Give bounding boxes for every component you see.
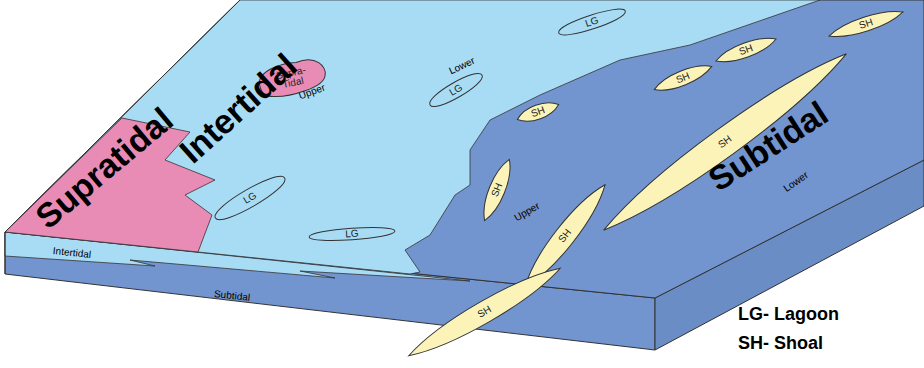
shoal: SH bbox=[592, 38, 858, 247]
node-shape bbox=[652, 60, 715, 97]
zone-title: Supratidal bbox=[29, 102, 178, 235]
subzone-label: Lower bbox=[782, 170, 810, 194]
shoal: SH bbox=[401, 255, 568, 368]
legend-text: LG- Lagoon bbox=[738, 305, 839, 323]
node-shape bbox=[211, 170, 289, 225]
subzone-label: Lower bbox=[448, 56, 477, 77]
section-label: Subtidal bbox=[214, 289, 251, 303]
shoal: SH bbox=[713, 30, 780, 71]
zone-title: Intertidal bbox=[173, 47, 302, 168]
node-shape bbox=[426, 68, 486, 111]
shoal: SH bbox=[514, 95, 562, 129]
node-shape bbox=[517, 179, 613, 294]
legend-text: SH- Shoal bbox=[738, 334, 823, 352]
zone-label: LG bbox=[345, 228, 359, 239]
subzone-label: Upper bbox=[513, 201, 542, 223]
node-shape bbox=[827, 5, 906, 43]
shoal: SH bbox=[651, 57, 716, 99]
subtidal-zone bbox=[5, 0, 924, 298]
lagoon: LG bbox=[308, 222, 395, 246]
lagoon: LG bbox=[208, 166, 291, 230]
intertidal-zone bbox=[5, 0, 820, 274]
node-shape bbox=[477, 156, 516, 223]
shoal: SH bbox=[826, 2, 906, 45]
node-shape bbox=[713, 32, 778, 67]
node-shape bbox=[515, 98, 561, 127]
node-shape bbox=[557, 5, 628, 40]
section-label: Intertidal bbox=[52, 246, 91, 260]
node-shape bbox=[403, 259, 565, 365]
node-shape bbox=[309, 225, 396, 242]
lagoon: LG bbox=[555, 1, 628, 44]
node-shape bbox=[595, 42, 855, 242]
